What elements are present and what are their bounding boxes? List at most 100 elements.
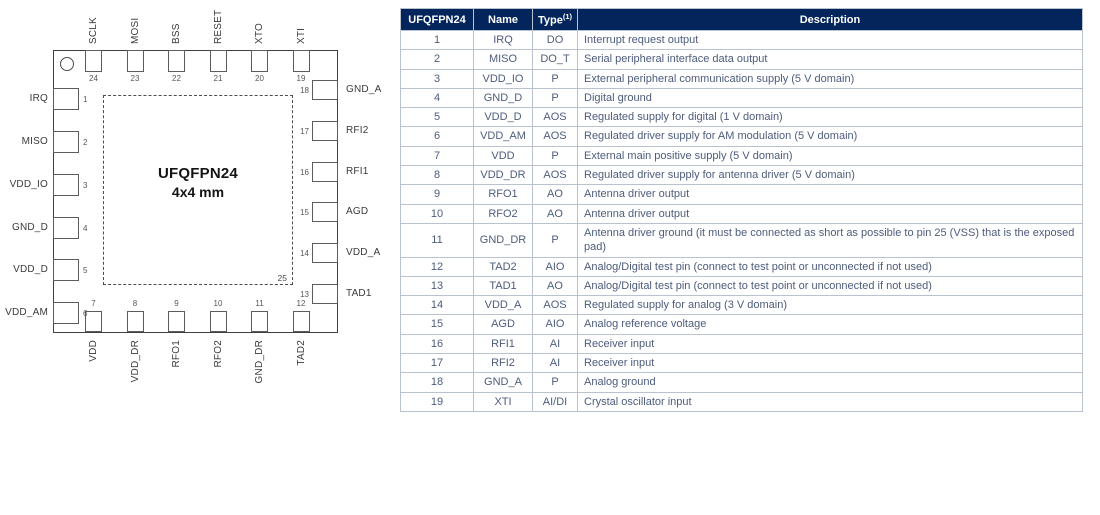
pin-9-pad — [168, 311, 185, 332]
table-row: 12 TAD2 AIO Analog/Digital test pin (con… — [400, 256, 1083, 277]
pin-21-label: RESET — [212, 9, 224, 44]
cell-pin-type: P — [532, 145, 578, 167]
cell-pin-type: P — [532, 372, 578, 393]
cell-pin-type: AI/DI — [532, 391, 578, 412]
pin-2-pad — [53, 131, 79, 153]
exposed-pad-number: 25 — [277, 273, 287, 283]
pin-22-label: BSS — [171, 23, 182, 44]
cell-pin-description: Analog/Digital test pin (connect to test… — [577, 275, 1083, 297]
pin-14-pad — [312, 243, 338, 263]
pin-5-label: VDD_D — [13, 264, 48, 275]
cell-pin-number: 14 — [400, 295, 474, 316]
pin-20-label: XTO — [254, 23, 265, 44]
table-row: 15 AGD AIO Analog reference voltage — [400, 314, 1083, 335]
col-header-ufqfpn24: UFQFPN24 — [400, 8, 474, 31]
pin-4-pad — [53, 217, 79, 239]
pin-18-number: 18 — [300, 86, 309, 95]
cell-pin-number: 5 — [400, 107, 474, 128]
pin-22-pad — [168, 50, 185, 72]
cell-pin-type: AOS — [532, 165, 578, 186]
pin-24-number: 24 — [89, 74, 98, 83]
pin-1-pad — [53, 88, 79, 110]
table-row: 10 RFO2 AO Antenna driver output — [400, 203, 1083, 224]
pin-15-number: 15 — [300, 208, 309, 217]
pin-19-pad — [292, 50, 310, 72]
table-row: 14 VDD_A AOS Regulated supply for analog… — [400, 295, 1083, 316]
pin-20-number: 20 — [255, 74, 264, 83]
table-row: 17 RFI2 AI Receiver input — [400, 353, 1083, 374]
cell-pin-description: Regulated supply for digital (1 V domain… — [577, 107, 1083, 128]
pin-9-number: 9 — [174, 299, 179, 308]
pin-22-number: 22 — [172, 74, 181, 83]
cell-pin-type: P — [532, 87, 578, 109]
cell-pin-number: 15 — [400, 314, 474, 335]
cell-pin-description: Interrupt request output — [577, 29, 1083, 51]
pin-description-table: UFQFPN24 Name Type(1) Description 1 IRQ … — [400, 8, 1083, 412]
cell-pin-name: RFO2 — [473, 203, 533, 224]
pin-11-number: 11 — [255, 299, 264, 308]
cell-pin-name: GND_D — [473, 87, 533, 109]
cell-pin-description: Antenna driver output — [577, 184, 1083, 205]
cell-pin-description: Regulated driver supply for antenna driv… — [577, 165, 1083, 186]
cell-pin-type: AOS — [532, 107, 578, 128]
cell-pin-number: 3 — [400, 68, 474, 89]
cell-pin-name: RFI2 — [473, 353, 533, 374]
cell-pin-number: 19 — [400, 391, 474, 412]
cell-pin-name: RFI1 — [473, 333, 533, 355]
pin-4-label: GND_D — [11, 222, 48, 233]
cell-pin-type: DO_T — [532, 49, 578, 70]
pin-11-pad — [251, 311, 268, 332]
cell-pin-type: AOS — [532, 295, 578, 316]
cell-pin-name: XTI — [473, 391, 533, 412]
pin-19-number: 19 — [296, 74, 306, 83]
cell-pin-name: MISO — [473, 49, 533, 70]
cell-pin-type: DO — [532, 29, 578, 51]
col-header-type: Type(1) — [532, 8, 578, 31]
package-name: UFQFPN24 — [158, 165, 238, 182]
table-row: 5 VDD_D AOS Regulated supply for digital… — [400, 107, 1083, 128]
pin-5-pad — [53, 259, 79, 281]
cell-pin-type: P — [532, 222, 578, 258]
cell-pin-description: Receiver input — [577, 353, 1083, 374]
pin-21-number: 21 — [213, 74, 223, 83]
pin-1-number: 1 — [83, 95, 88, 104]
cell-pin-number: 11 — [400, 222, 474, 258]
pin-17-number: 17 — [300, 127, 309, 136]
cell-pin-name: AGD — [473, 314, 533, 335]
chip-outline — [53, 50, 338, 333]
cell-pin-description: Analog/Digital test pin (connect to test… — [577, 256, 1083, 277]
pin-3-pad — [53, 174, 79, 196]
pin-8-number: 8 — [132, 299, 138, 308]
pin-2-label: MISO — [21, 136, 48, 147]
cell-pin-type: AIO — [532, 314, 578, 335]
cell-pin-type: AI — [532, 333, 578, 355]
pin-12-number: 12 — [296, 299, 306, 308]
pin-3-label: VDD_IO — [9, 179, 48, 190]
cell-pin-number: 13 — [400, 275, 474, 297]
pin-13-label: TAD1 — [346, 288, 372, 299]
pin-4-number: 4 — [83, 224, 88, 233]
pin-10-label: RFO2 — [212, 340, 224, 368]
cell-pin-name: IRQ — [473, 29, 533, 51]
exposed-pad-outline: 25 — [103, 95, 293, 285]
table-row: 18 GND_A P Analog ground — [400, 372, 1083, 393]
pin-15-label: AGD — [346, 206, 369, 217]
pin-20-pad — [251, 50, 268, 72]
cell-pin-description: Analog reference voltage — [577, 314, 1083, 335]
cell-pin-description: Serial peripheral interface data output — [577, 49, 1083, 70]
pin-6-pad — [53, 302, 79, 324]
pin-table: UFQFPN24 Name Type(1) Description 1 IRQ … — [400, 8, 1083, 412]
cell-pin-description: External main positive supply (5 V domai… — [577, 145, 1083, 167]
pin-23-number: 23 — [130, 74, 140, 83]
package-size: 4x4 mm — [171, 184, 225, 200]
cell-pin-name: VDD_D — [473, 107, 533, 128]
table-row: 9 RFO1 AO Antenna driver output — [400, 184, 1083, 205]
pin-1-label: IRQ — [29, 93, 48, 104]
cell-pin-name: GND_DR — [473, 222, 533, 258]
pin-6-number: 6 — [83, 309, 88, 318]
cell-pin-type: P — [532, 68, 578, 89]
pin-17-pad — [312, 121, 338, 141]
pin-7-number: 7 — [91, 299, 96, 308]
table-row: 8 VDD_DR AOS Regulated driver supply for… — [400, 165, 1083, 186]
